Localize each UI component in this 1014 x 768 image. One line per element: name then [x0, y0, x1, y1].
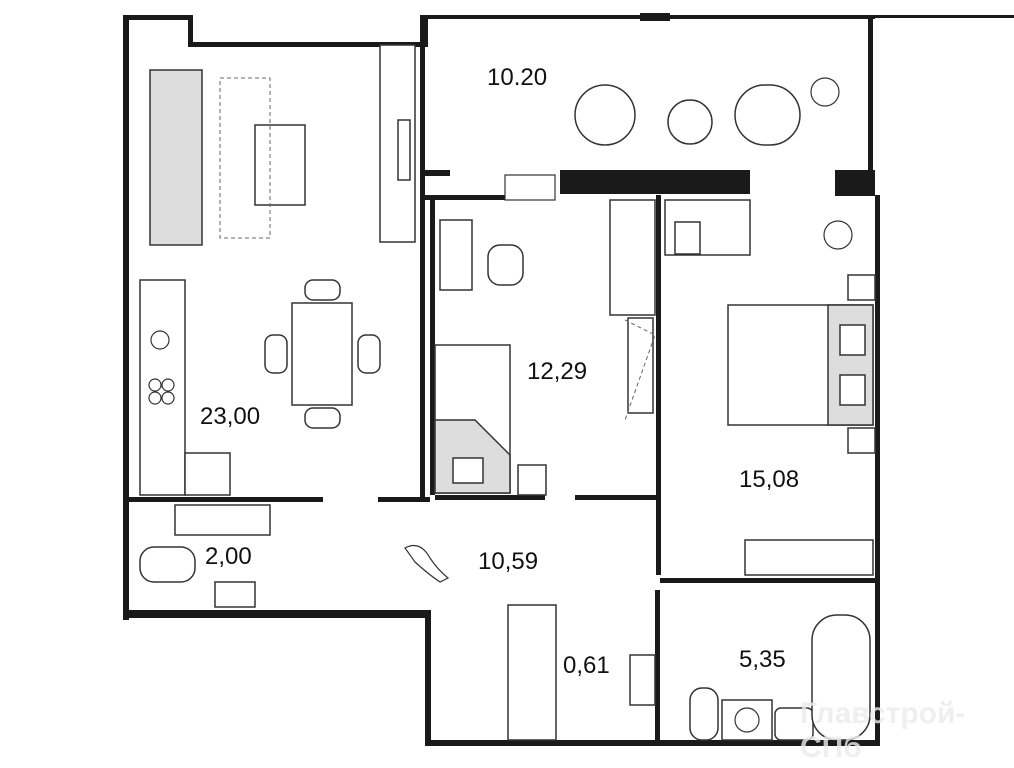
walls: [123, 13, 1014, 746]
study-furniture: [434, 199, 656, 496]
watermark: Главстрой-СПб: [800, 697, 966, 764]
room-area-living: 23,00: [200, 403, 261, 430]
bath-furniture: [404, 545, 871, 741]
living-furniture: [139, 44, 416, 608]
room-area-hallway: 10,59: [478, 548, 539, 575]
room-area-study: 12,29: [527, 358, 588, 385]
room-area-closet: 0,61: [563, 652, 610, 679]
bedroom-furniture: [624, 199, 876, 576]
room-area-toilet: 2,00: [205, 543, 252, 570]
room-area-balcony: 10.20: [487, 64, 548, 91]
balcony-furniture: [504, 77, 840, 201]
room-area-bedroom: 15,08: [739, 466, 800, 493]
room-area-bathroom: 5,35: [739, 646, 786, 673]
